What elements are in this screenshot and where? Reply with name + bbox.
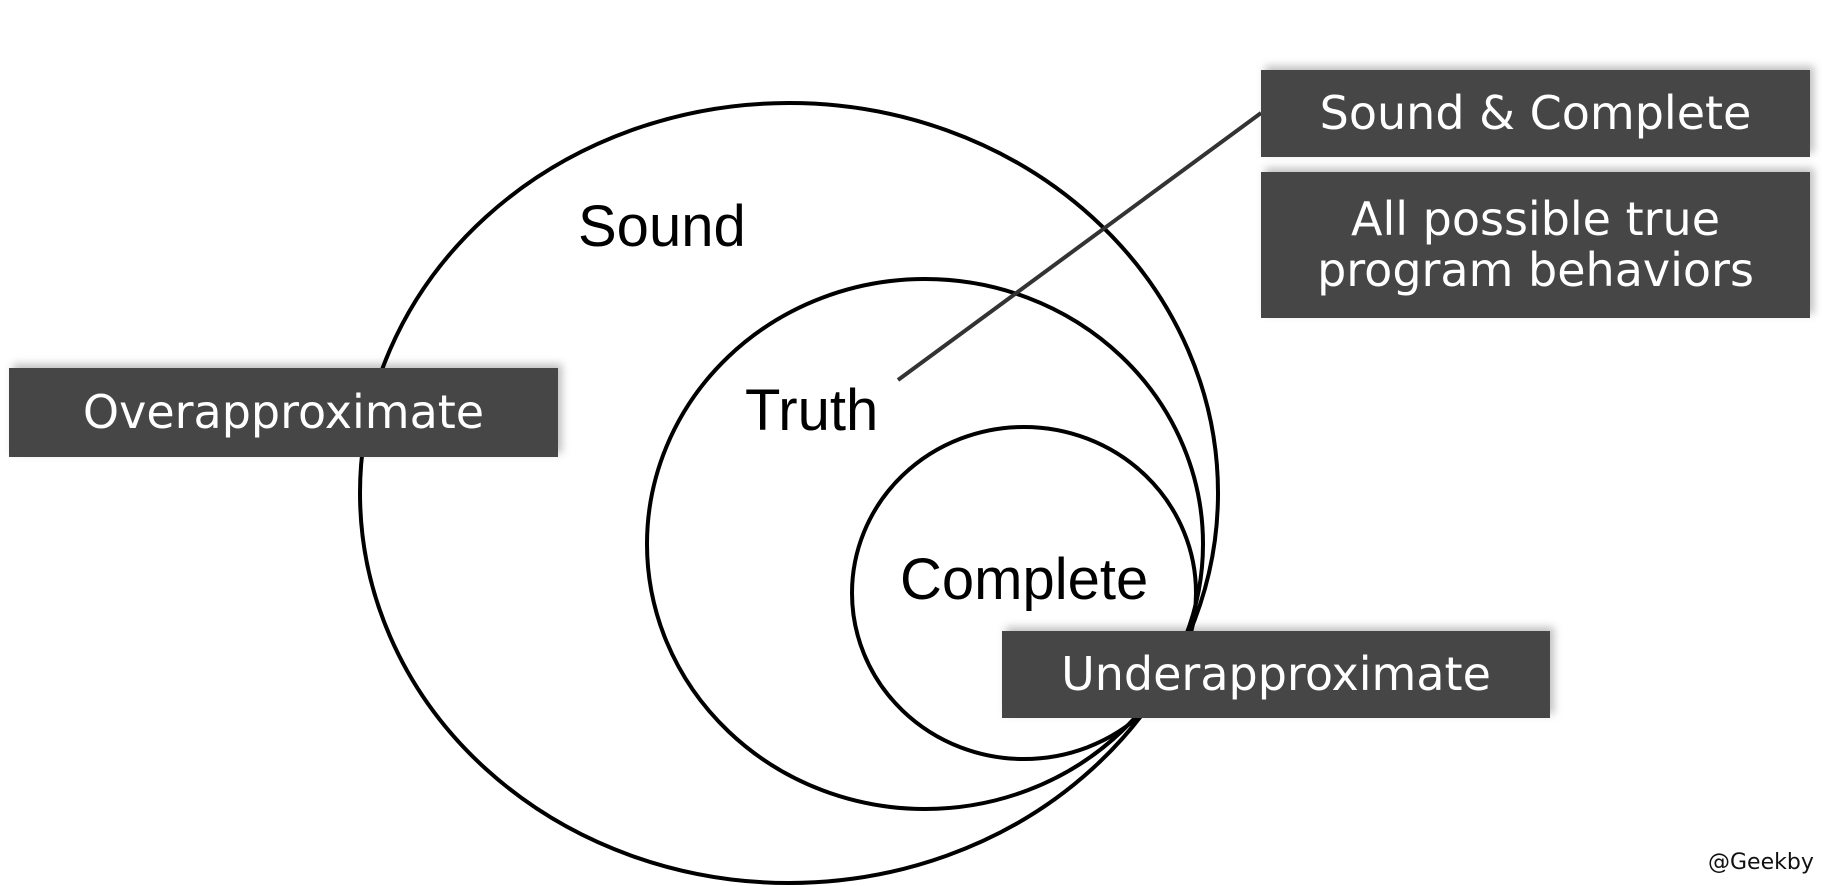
complete-ellipse — [850, 425, 1198, 761]
overapproximate-callout: Overapproximate — [9, 368, 558, 457]
sound-ellipse — [358, 101, 1220, 885]
truth-label: Truth — [745, 378, 879, 443]
sound-label: Sound — [578, 194, 746, 259]
all-possible-line2: program behaviors — [1317, 243, 1754, 297]
truth-ellipse — [645, 277, 1205, 811]
all-possible-callout: All possible true program behaviors — [1261, 172, 1810, 318]
pointer-line — [896, 111, 1263, 382]
watermark: @Geekby — [1708, 850, 1814, 875]
sound-complete-callout: Sound & Complete — [1261, 70, 1810, 157]
all-possible-line1: All possible true — [1350, 192, 1720, 247]
complete-label: Complete — [900, 547, 1149, 612]
underapproximate-callout: Underapproximate — [1002, 631, 1550, 718]
